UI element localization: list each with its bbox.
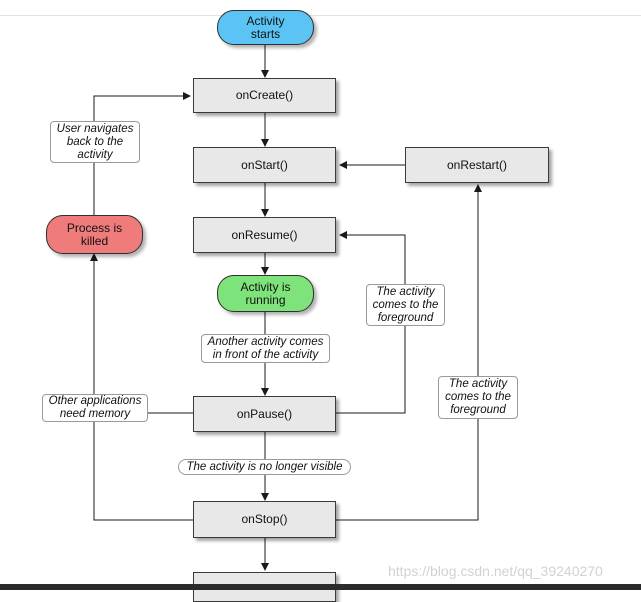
user-navigates-label: User navigates back to the activity	[50, 121, 140, 163]
edge-stop-to-killed	[93, 413, 193, 521]
onstop-box: onStop()	[193, 501, 336, 538]
onpause-box: onPause()	[193, 396, 336, 432]
edge-killed-to-create	[93, 92, 191, 215]
no-longer-visible-label: The activity is no longer visible	[178, 459, 351, 475]
other-apps-label: Other applications need memory	[42, 394, 148, 422]
process-killed-node: Process is killed	[46, 215, 143, 254]
foreground-label-2: The activity comes to the foreground	[438, 376, 518, 419]
onresume-box: onResume()	[193, 217, 336, 253]
activity-starts-node: Activity starts	[217, 10, 314, 45]
edge-stop-to-restart	[335, 184, 482, 521]
top-divider	[0, 15, 641, 16]
onrestart-box: onRestart()	[405, 147, 549, 183]
another-activity-label: Another activity comes in front of the a…	[201, 334, 330, 363]
edge-pause-to-killed	[90, 253, 193, 414]
oncreate-box: onCreate()	[193, 78, 336, 113]
foreground-label-1: The activity comes to the foreground	[366, 284, 445, 326]
bottom-bar	[0, 584, 641, 590]
watermark-text: https://blog.csdn.net/qq_39240270	[388, 563, 603, 579]
activity-running-node: Activity is running	[217, 275, 314, 312]
onstart-box: onStart()	[193, 147, 336, 183]
